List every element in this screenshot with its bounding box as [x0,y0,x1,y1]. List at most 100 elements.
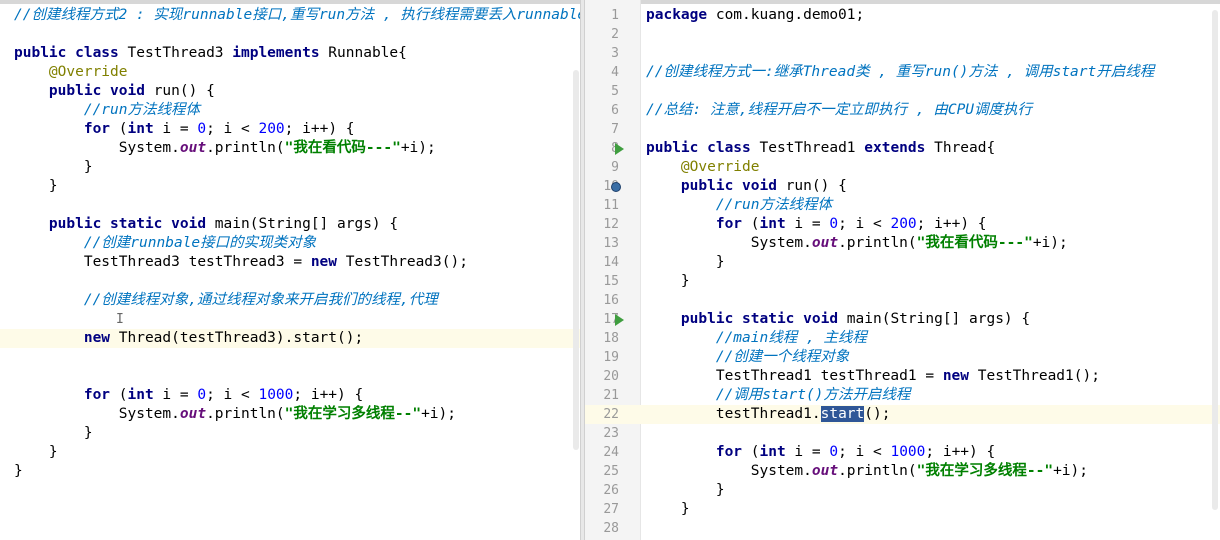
code-token: public void [680,178,786,194]
code-line[interactable]: for (int i = 0; i < 1000; i++) { [0,386,580,405]
code-line[interactable]: 16 [585,291,1220,310]
code-line[interactable] [0,25,580,44]
code-line[interactable]: 11 //run方法线程体 [585,196,1220,215]
code-line[interactable]: System.out.println("我在看代码---"+i); [0,139,580,158]
line-number: 23 [603,426,619,441]
code-line[interactable]: //创建线程对象,通过线程对象来开启我们的线程,代理 [0,291,580,310]
code-line[interactable]: 12 for (int i = 0; i < 200; i++) { [585,215,1220,234]
code-token [14,387,84,403]
code-line[interactable]: 27 } [585,500,1220,519]
code-line[interactable]: 3 [585,44,1220,63]
split-divider[interactable] [580,0,585,540]
code-line[interactable]: 2 [585,25,1220,44]
code-line[interactable]: 25 System.out.println("我在学习多线程--"+i); [585,462,1220,481]
code-line[interactable]: 21 //调用start()方法开启线程 [585,386,1220,405]
current-line[interactable]: new Thread(testThread3).start(); [0,329,580,348]
code-line[interactable]: 19 //创建一个线程对象 [585,348,1220,367]
line-number: 3 [611,46,619,61]
vertical-scrollbar[interactable] [573,70,579,450]
line-number-gutter[interactable] [585,0,641,540]
code-line[interactable]: public void run() { [0,82,580,101]
code-token: TestThread1(); [977,368,1100,384]
line-text: //总结: 注意,线程开启不一定立即执行 , 由CPU调度执行 [646,101,1032,120]
code-line[interactable]: for (int i = 0; i < 200; i++) { [0,120,580,139]
code-token: i = [794,444,830,460]
line-number: 25 [603,464,619,479]
code-line[interactable]: 24 for (int i = 0; i < 1000; i++) { [585,443,1220,462]
line-number: 14 [603,255,619,270]
code-area[interactable]: //创建线程方式2 : 实现runnable接口,重写run方法 , 执行线程需… [0,6,580,481]
code-line[interactable]: 9 @Override [585,158,1220,177]
code-token: //main线程 , 主线程 [715,330,867,346]
code-token: public class [646,140,760,156]
code-token: //总结: 注意,线程开启不一定立即执行 , 由CPU调度执行 [646,102,1033,118]
code-line[interactable]: 20 TestThread1 testThread1 = new TestThr… [585,367,1220,386]
code-token: +i); [400,140,436,156]
code-token: for [83,387,119,403]
code-line[interactable]: } [0,424,580,443]
code-line[interactable]: 23 [585,424,1220,443]
code-token: } [646,273,690,289]
code-line[interactable] [0,272,580,291]
code-line[interactable]: } [0,462,580,481]
code-line[interactable]: //run方法线程体 [0,101,580,120]
line-number: 21 [603,388,619,403]
current-line[interactable]: 22 testThread1.start(); [585,405,1220,424]
code-line[interactable]: 10 public void run() { [585,177,1220,196]
code-line[interactable]: 13 System.out.println("我在看代码---"+i); [585,234,1220,253]
code-line[interactable]: //创建线程方式2 : 实现runnable接口,重写run方法 , 执行线程需… [0,6,580,25]
code-token: "我在学习多线程--" [916,463,1054,479]
code-line[interactable]: //创建runnbale接口的实现类对象 [0,234,580,253]
code-line[interactable]: 26 } [585,481,1220,500]
code-line[interactable] [0,367,580,386]
code-line[interactable]: 5 [585,82,1220,101]
vertical-scrollbar[interactable] [1212,10,1218,510]
code-token: +i); [1032,235,1068,251]
code-line[interactable] [0,196,580,215]
code-line[interactable]: 15 } [585,272,1220,291]
line-text: } [646,481,725,500]
code-token: //创建runnbale接口的实现类对象 [83,235,317,251]
code-line[interactable]: 7 [585,120,1220,139]
tab-strip[interactable] [585,0,1220,4]
editor-pane-testthread3[interactable]: //创建线程方式2 : 实现runnable接口,重写run方法 , 执行线程需… [0,0,580,540]
line-number: 27 [603,502,619,517]
run-triangle-icon[interactable] [615,314,624,326]
code-line[interactable]: 17 public static void main(String[] args… [585,310,1220,329]
code-token: +i); [421,406,456,422]
code-line[interactable]: public static void main(String[] args) { [0,215,580,234]
code-line[interactable]: 4//创建线程方式一:继承Thread类 , 重写run()方法 , 调用sta… [585,63,1220,82]
code-line[interactable]: TestThread3 testThread3 = new TestThread… [0,253,580,272]
tab-strip[interactable] [0,0,580,4]
code-token: 0 [829,216,839,232]
code-token [646,178,681,194]
run-triangle-icon[interactable] [615,143,624,155]
code-line[interactable] [0,348,580,367]
code-line[interactable]: 14 } [585,253,1220,272]
line-text: for (int i = 0; i < 200; i++) { [646,215,987,234]
code-line[interactable]: @Override [0,63,580,82]
code-line[interactable]: } [0,158,580,177]
code-token [14,292,84,308]
code-token: //run方法线程体 [715,197,832,213]
code-token: public static void [680,311,847,327]
code-line[interactable]: 18 //main线程 , 主线程 [585,329,1220,348]
code-token: TestThread1 [759,140,865,156]
code-line[interactable]: 6//总结: 注意,线程开启不一定立即执行 , 由CPU调度执行 [585,101,1220,120]
override-method-icon[interactable] [611,182,621,192]
code-line[interactable]: I [0,310,580,329]
code-line[interactable]: public class TestThread3 implements Runn… [0,44,580,63]
line-text: for (int i = 0; i < 1000; i++) { [646,443,995,462]
code-token: @Override [48,64,128,80]
line-text: //创建线程方式一:继承Thread类 , 重写run()方法 , 调用star… [646,63,1154,82]
line-number: 8 [611,141,619,156]
code-line[interactable]: } [0,443,580,462]
code-line[interactable]: } [0,177,580,196]
code-line[interactable]: System.out.println("我在学习多线程--"+i); [0,405,580,424]
code-token [646,444,716,460]
code-line[interactable]: 28 [585,519,1220,538]
